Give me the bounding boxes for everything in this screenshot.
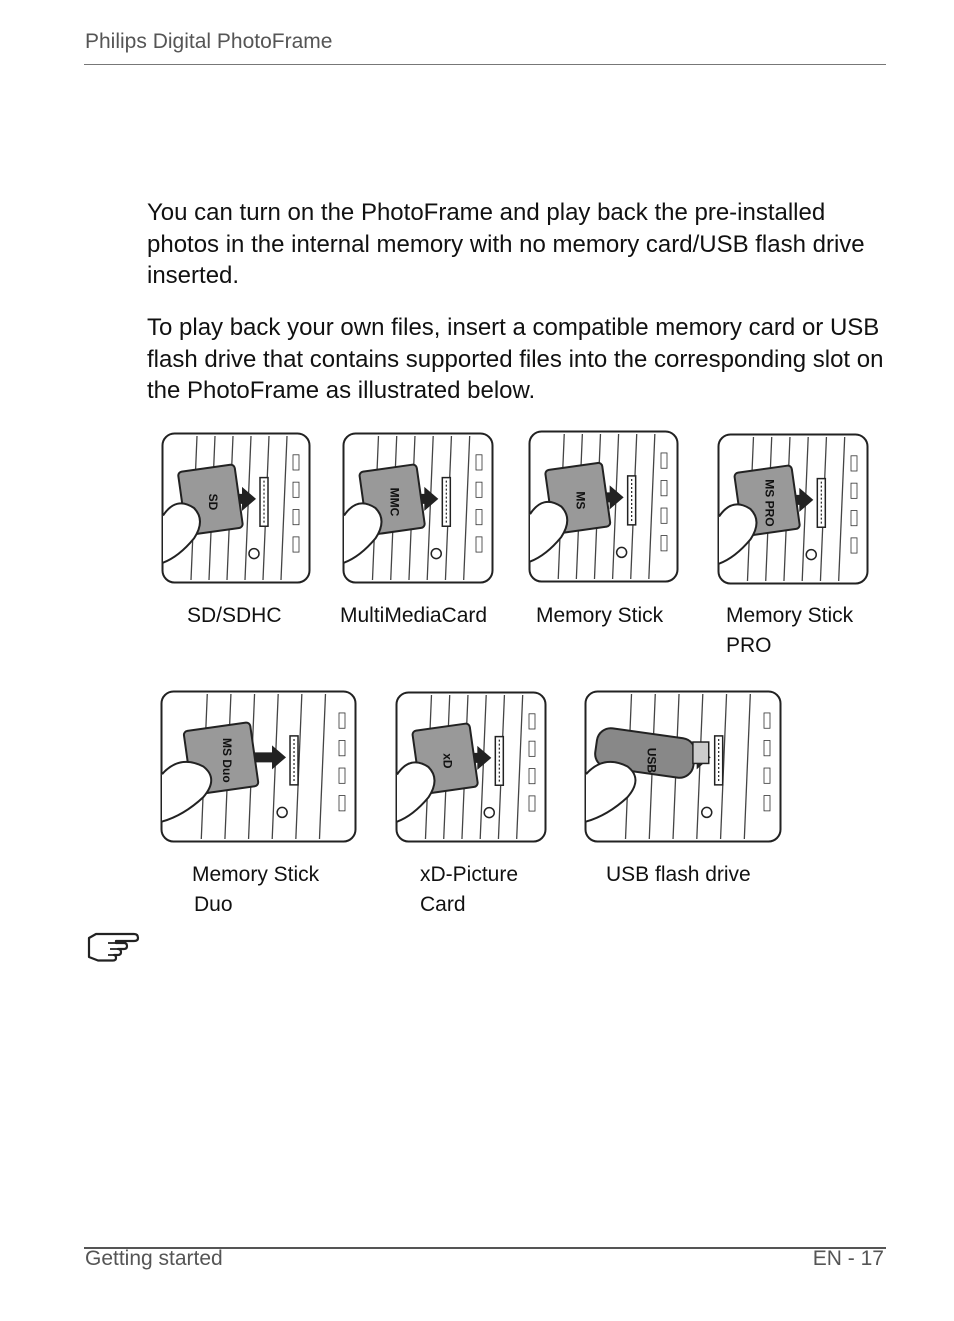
illustration-artwork: MS (528, 430, 679, 583)
illustration-artwork: MS PRO (717, 433, 869, 585)
caption-memory-stick-pro: Memory Stick PRO (726, 604, 854, 657)
card-label: xD (441, 753, 455, 769)
caption-usb-flash-drive: USB flash drive (606, 863, 751, 886)
illustration-artwork: MMC (342, 432, 494, 584)
ms-duo-card-illustration: MS Duo (160, 690, 357, 843)
card-label: MS (573, 491, 587, 509)
illustration-artwork: SD (161, 432, 311, 584)
ms-pro-card-illustration: MS PRO (717, 433, 869, 585)
caption-xd-picture-card: xD-Picture Card (420, 863, 519, 916)
footer-page-number: EN - 17 (812, 1247, 884, 1270)
caption-memory-stick: Memory Stick (536, 604, 664, 627)
illustration-artwork: MS Duo (160, 690, 357, 843)
caption-multimediacard: MultiMediaCard (340, 604, 488, 627)
running-header: Philips Digital PhotoFrame (85, 30, 333, 53)
caption-memory-stick-duo: Memory Stick Duo (192, 863, 320, 916)
card-label: SD (206, 494, 220, 511)
caption-sd-sdhc: SD/SDHC (187, 604, 282, 627)
footer-rule (84, 1247, 886, 1249)
card-label: USB (644, 748, 658, 774)
illustration-artwork: xD (395, 691, 547, 843)
sd-card-illustration: SD (161, 432, 311, 584)
card-label: MMC (388, 488, 402, 517)
card-label: MS Duo (220, 738, 234, 783)
pointing-hand-note-icon (86, 930, 140, 967)
mmc-card-illustration: MMC (342, 432, 494, 584)
illustration-artwork: USB (584, 690, 782, 843)
card-label: MS PRO (763, 479, 777, 526)
header-rule (84, 64, 886, 65)
xd-card-illustration: xD (395, 691, 547, 843)
usb-drive-illustration: USB (584, 690, 782, 843)
instruction-paragraph: To play back your own files, insert a co… (147, 314, 884, 404)
ms-card-illustration: MS (528, 430, 679, 583)
footer-section-title: Getting started (85, 1247, 223, 1270)
intro-paragraph: You can turn on the PhotoFrame and play … (147, 199, 865, 289)
